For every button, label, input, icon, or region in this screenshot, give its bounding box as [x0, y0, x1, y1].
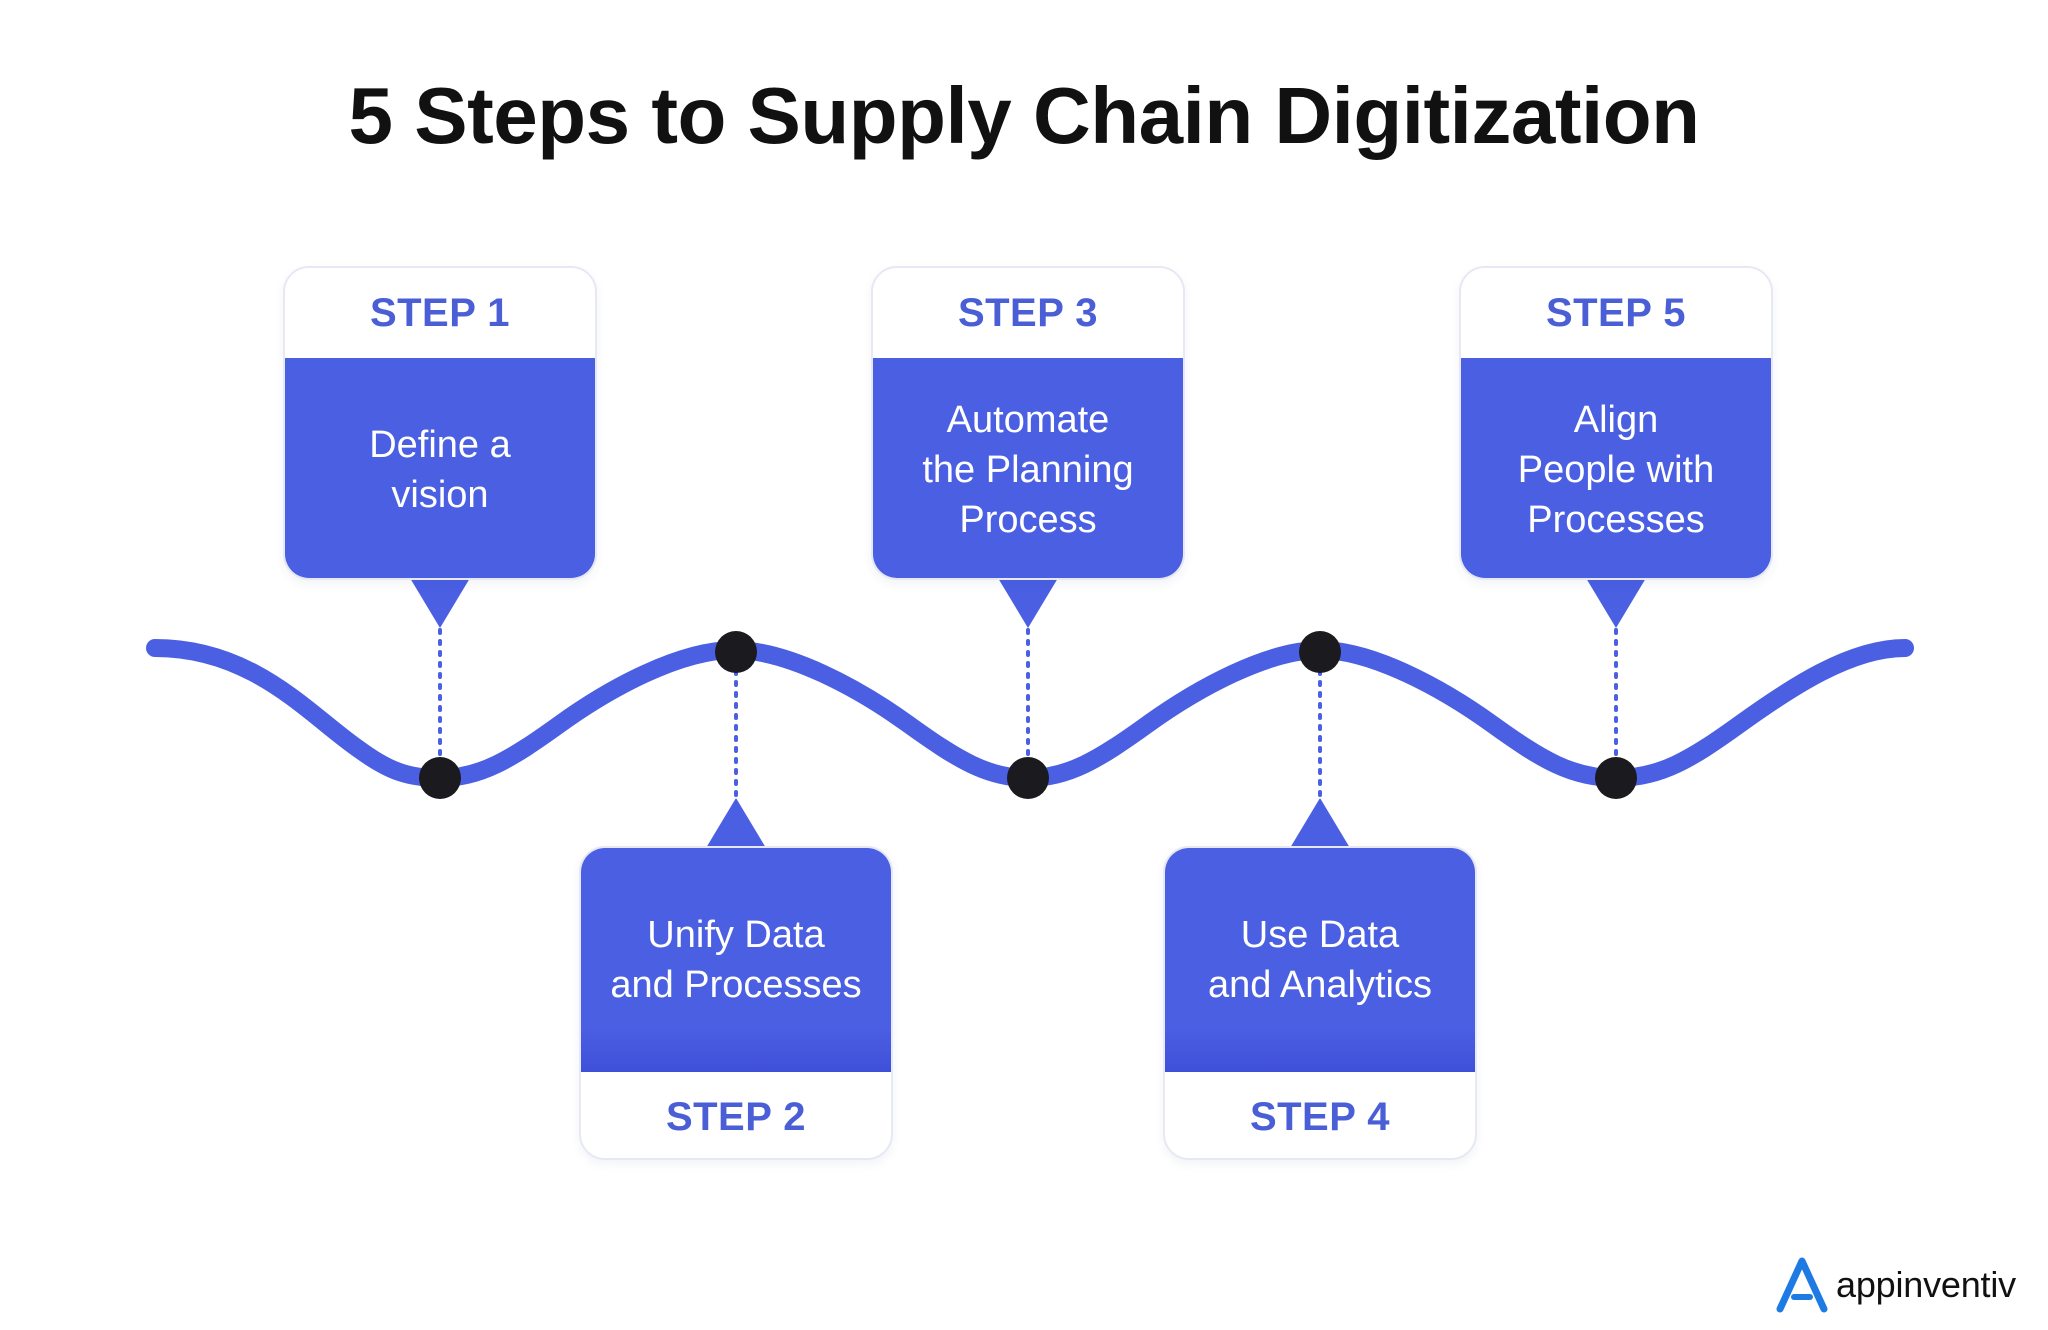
timeline-dots	[419, 631, 1637, 799]
connectors	[438, 628, 1618, 802]
step-1-text: Define a vision	[285, 358, 595, 578]
step-3-label: STEP 3	[873, 268, 1183, 358]
step-5-card: STEP 5 Align People with Processes	[1459, 266, 1773, 580]
pointer-step-4	[1290, 798, 1350, 848]
step-4-text: Use Data and Analytics	[1165, 848, 1475, 1072]
pointer-step-2	[706, 798, 766, 848]
page-title: 5 Steps to Supply Chain Digitization	[348, 71, 1700, 160]
step-5-label: STEP 5	[1461, 268, 1771, 358]
step-3-text: Automate the Planning Process	[873, 358, 1183, 578]
dot-step-1	[419, 757, 461, 799]
pointer-step-5	[1586, 578, 1646, 628]
step-4-label: STEP 4	[1165, 1072, 1475, 1158]
step-3-card: STEP 3 Automate the Planning Process	[871, 266, 1185, 580]
dot-step-2	[715, 631, 757, 673]
pointer-step-3	[998, 578, 1058, 628]
dot-step-3	[1007, 757, 1049, 799]
step-2-label: STEP 2	[581, 1072, 891, 1158]
step-2-card: Unify Data and Processes STEP 2	[579, 846, 893, 1160]
brand-logo: appinventiv	[1776, 1255, 2036, 1315]
step-5-text: Align People with Processes	[1461, 358, 1771, 578]
step-4-card: Use Data and Analytics STEP 4	[1163, 846, 1477, 1160]
step-1-label: STEP 1	[285, 268, 595, 358]
dot-step-4	[1299, 631, 1341, 673]
brand-name: appinventiv	[1836, 1264, 2016, 1305]
step-1-card: STEP 1 Define a vision	[283, 266, 597, 580]
dot-step-5	[1595, 757, 1637, 799]
step-2-text: Unify Data and Processes	[581, 848, 891, 1072]
pointer-step-1	[410, 578, 470, 628]
appinventiv-logo-icon	[1776, 1257, 1828, 1313]
pointers	[410, 578, 1646, 848]
